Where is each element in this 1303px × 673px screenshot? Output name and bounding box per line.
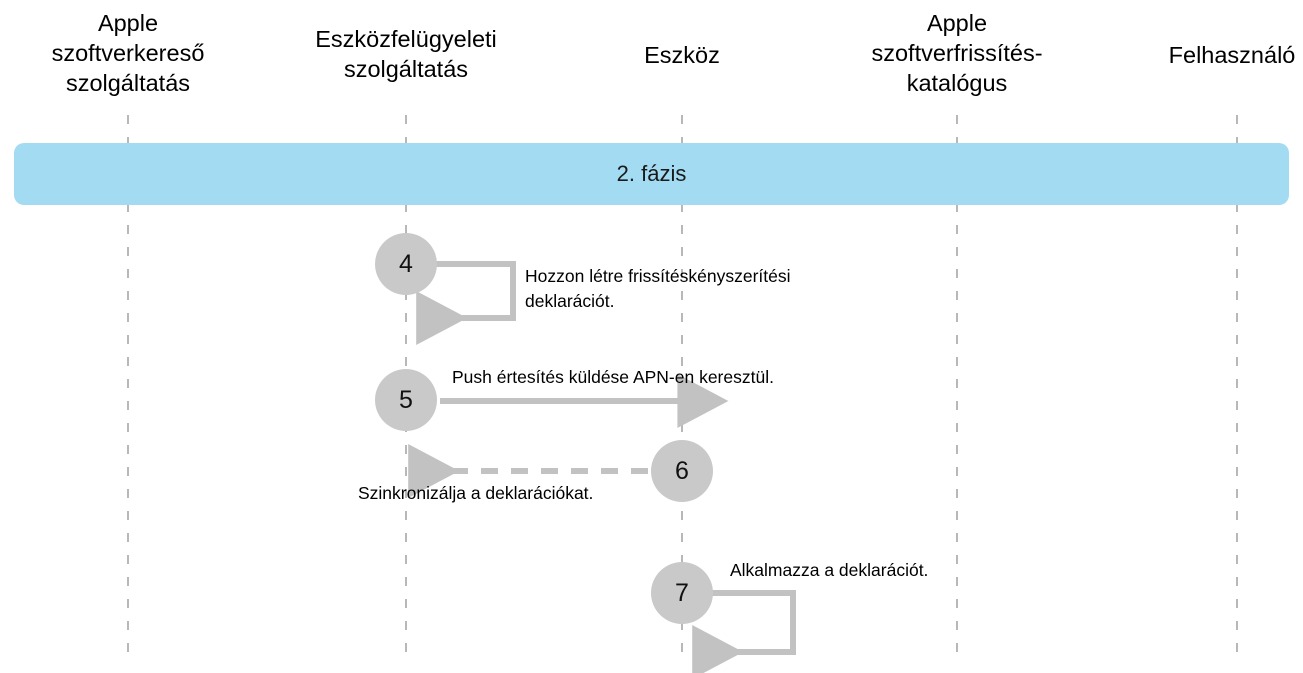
step-badge-5[interactable]: 5 bbox=[375, 369, 437, 431]
lifeline-header-apple-software-lookup-service: Apple szoftverkereső szolgáltatás bbox=[51, 10, 205, 96]
message-arrow-step-7 bbox=[692, 590, 796, 673]
message-arrow-step-4 bbox=[416, 261, 516, 345]
lifeline-header-device: Eszköz bbox=[644, 42, 720, 68]
phase-banner-label: 2. fázis bbox=[616, 161, 687, 186]
message-label-step-6: Szinkronizálja a deklarációkat. bbox=[358, 483, 594, 503]
phase-banner: 2. fázis bbox=[14, 143, 1289, 205]
lifeline-header-user: Felhasználó bbox=[1168, 42, 1296, 68]
step-badge-4[interactable]: 4 bbox=[375, 233, 437, 295]
lifeline-header-apple-software-update-catalog: Apple szoftverfrissítés- katalógus bbox=[871, 10, 1043, 96]
message-label-step-5: Push értesítés küldése APN-en keresztül. bbox=[452, 367, 774, 387]
message-label-step-4: Hozzon létre frissítéskényszerítési dekl… bbox=[525, 266, 791, 311]
step-badge-7[interactable]: 7 bbox=[651, 562, 713, 624]
lifeline-header-device-management-service: Eszközfelügyeleti szolgáltatás bbox=[315, 26, 497, 82]
step-badge-6[interactable]: 6 bbox=[651, 440, 713, 502]
message-label-step-7: Alkalmazza a deklarációt. bbox=[730, 560, 929, 580]
